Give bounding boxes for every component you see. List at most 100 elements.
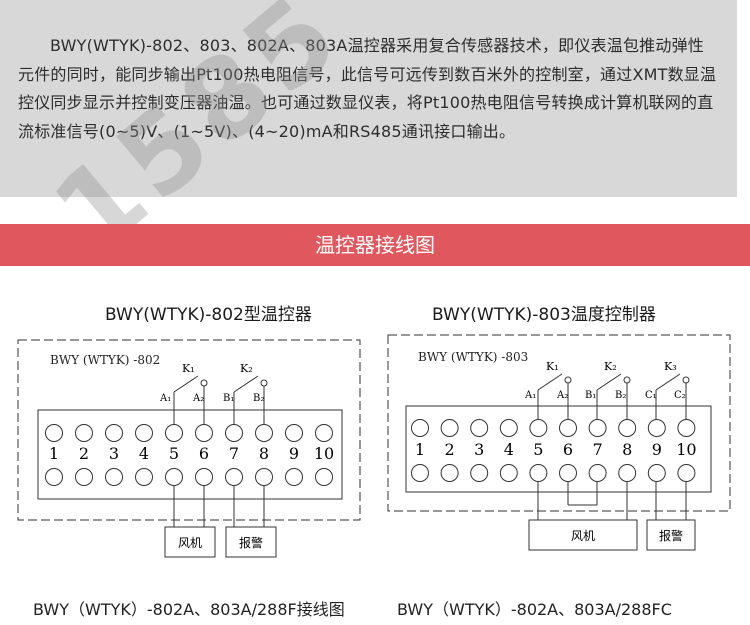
terminal-screw: [529, 419, 548, 437]
enclosure-802: [17, 339, 361, 521]
contact-label: C₂: [674, 390, 686, 401]
terminal-number: 7: [229, 444, 239, 463]
switch-blade: [173, 375, 199, 393]
switch-blade: [596, 373, 622, 391]
contact-label: B₂: [253, 393, 264, 404]
terminal-screw: [559, 419, 577, 437]
terminal-screw: [105, 468, 123, 486]
terminal-screw: [255, 468, 273, 486]
switch-k2-803: K₂ B₁ B₂: [585, 360, 631, 420]
switch-k1-803: K₁ A₁ A₂: [524, 360, 572, 420]
terminal-number: 4: [504, 440, 514, 459]
terminal-screw: [135, 468, 153, 486]
model-label-803: BWY (WTYK) -803: [418, 350, 528, 364]
contact-label: B₁: [585, 390, 596, 401]
terminal-screw: [135, 424, 153, 442]
terminal-screw: [677, 464, 696, 482]
contact-label: A₂: [192, 393, 204, 404]
enclosure-803: [387, 334, 731, 512]
contact-label: B₁: [223, 393, 234, 404]
model-label-802: BWY (WTYK) -802: [50, 353, 160, 367]
terminal-screw: [315, 424, 333, 442]
device-label: 报警: [239, 535, 263, 550]
device-alarm-803: [646, 519, 696, 551]
terminal-screw: [470, 419, 489, 437]
terminal-screw: [225, 468, 243, 486]
switch-k3-803: K₃ C₁ C₂: [645, 360, 690, 420]
terminal-screw: [45, 424, 63, 442]
contact-label: A₁: [159, 393, 171, 404]
switch-contact: [623, 376, 631, 384]
terminal-screw: [499, 464, 518, 482]
terminal-number: 9: [652, 440, 662, 459]
switch-blade: [233, 375, 259, 393]
terminal-screw: [165, 424, 183, 442]
terminal-screw: [45, 468, 63, 486]
terminal-screw: [529, 464, 548, 482]
terminal-screw: [411, 464, 429, 482]
terminal-screw: [647, 464, 666, 482]
caption-802: BWY（WTYK）-802A、803A/288F接线图: [33, 600, 345, 619]
terminal-number: 3: [474, 440, 484, 459]
intro-text: BWY(WTYK)-802、803、802A、803A温控器采用复合传感器技术，…: [18, 36, 717, 141]
terminal-screw: [75, 424, 93, 442]
diagram-803-title: BWY(WTYK)-803温度控制器: [432, 305, 656, 325]
terminal-number: 5: [169, 444, 179, 463]
device-label: 风机: [571, 529, 595, 543]
terminal-screw: [618, 419, 637, 437]
terminal-number: 10: [676, 440, 696, 459]
terminal-number: 5: [533, 440, 543, 459]
intro-panel: BWY(WTYK)-802、803、802A、803A温控器采用复合传感器技术，…: [0, 0, 737, 197]
terminal-number: 1: [49, 444, 59, 463]
terminal-number: 6: [563, 440, 573, 459]
terminal-number: 2: [79, 444, 89, 463]
terminal-screw: [440, 419, 459, 437]
switch-blade: [537, 373, 563, 391]
terminal-number: 1: [415, 440, 425, 459]
contact-label: B₂: [615, 390, 626, 401]
device-fan-803: [528, 519, 638, 551]
terminal-screw: [105, 424, 123, 442]
terminal-screw: [411, 419, 429, 437]
switch-contact: [260, 379, 268, 387]
contact-label: C₁: [645, 390, 657, 401]
section-title: 温控器接线图: [315, 233, 435, 257]
switch-k2-802: K₂ B₁ B₂: [223, 362, 268, 424]
terminal-screw: [588, 419, 607, 437]
switch-label: K₂: [604, 360, 617, 373]
terminal-screw: [285, 424, 303, 442]
switch-label: K₁: [546, 360, 559, 373]
contact-label: A₂: [556, 390, 568, 401]
terminal-screw: [499, 419, 518, 437]
switch-blade: [655, 373, 681, 391]
terminal-number: 8: [259, 444, 269, 463]
terminal-screw: [75, 468, 93, 486]
terminal-screw: [285, 468, 303, 486]
terminal-screw: [255, 424, 273, 442]
terminal-screw: [470, 464, 489, 482]
switch-k1-802: K₁ A₁ A₂: [159, 362, 208, 424]
caption-803: BWY（WTYK）-802A、803A/288FC: [397, 600, 672, 619]
switch-contact: [564, 376, 572, 384]
terminal-screw: [559, 464, 577, 482]
terminal-screw: [195, 468, 213, 486]
terminal-number: 9: [289, 444, 299, 463]
switch-label: K₁: [182, 362, 195, 375]
switch-label: K₂: [240, 362, 253, 375]
device-fan-802: [164, 526, 216, 558]
terminal-number: 8: [622, 440, 632, 459]
device-alarm-802: [225, 526, 277, 558]
device-label: 报警: [659, 528, 683, 543]
terminal-number: 4: [139, 444, 149, 463]
terminal-screw: [440, 464, 459, 482]
terminal-screw: [647, 419, 666, 437]
terminal-screw: [588, 464, 607, 482]
terminal-number: 7: [593, 440, 603, 459]
terminal-screw: [315, 468, 333, 486]
terminal-number: 3: [109, 444, 119, 463]
